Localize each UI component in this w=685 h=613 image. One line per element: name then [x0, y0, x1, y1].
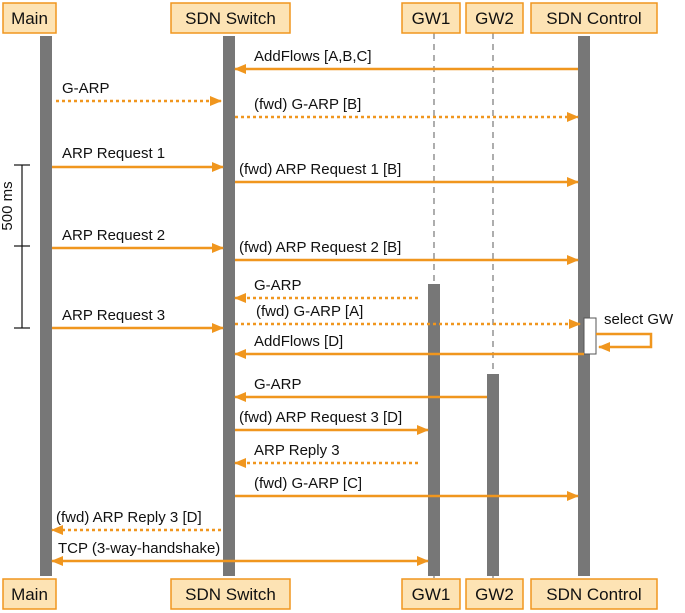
message-label: TCP (3-way-handshake) [58, 540, 220, 557]
messages: AddFlows [A,B,C] G-ARP (fwd) G-ARP [B] ARP … [51, 48, 674, 566]
participant-label: GW2 [475, 9, 514, 28]
participant-main-top: Main [2, 2, 57, 34]
message-17: (fwd) ARP Reply 3 [D] [51, 509, 221, 535]
message-10: (fwd) G-ARP [A] [235, 303, 581, 329]
participant-label: SDN Switch [185, 585, 276, 604]
message-label: ARP Request 1 [62, 145, 165, 162]
message-label: AddFlows [D] [254, 333, 343, 350]
message-11: select GW [596, 311, 674, 352]
participant-headers-bottom: Main SDN Switch GW1 GW2 SDN Control [2, 578, 658, 610]
message-label: (fwd) G-ARP [A] [256, 303, 363, 320]
message-label: ARP Reply 3 [254, 442, 340, 459]
message-5: (fwd) ARP Request 1 [B] [235, 161, 579, 187]
participant-label: SDN Control [546, 585, 641, 604]
participant-gw2-top: GW2 [465, 2, 524, 34]
timing-label: 500 ms [0, 181, 16, 230]
control-lifeline [578, 36, 590, 576]
message-label: (fwd) ARP Request 3 [D] [239, 409, 402, 426]
message-12: AddFlows [D] [234, 333, 584, 359]
participant-switch-bottom: SDN Switch [170, 578, 291, 610]
participant-control-bottom: SDN Control [530, 578, 658, 610]
message-label: (fwd) G-ARP [C] [254, 475, 362, 492]
message-2: G-ARP [56, 80, 222, 106]
participant-control-top: SDN Control [530, 2, 658, 34]
participant-gw1-top: GW1 [401, 2, 461, 34]
message-label: (fwd) ARP Request 2 [B] [239, 239, 401, 256]
message-label: (fwd) ARP Request 1 [B] [239, 161, 401, 178]
message-7: (fwd) ARP Request 2 [B] [235, 239, 579, 265]
participant-label: SDN Switch [185, 9, 276, 28]
message-label: (fwd) G-ARP [B] [254, 96, 361, 113]
gw2-activation [487, 374, 499, 576]
message-label: (fwd) ARP Reply 3 [D] [56, 509, 202, 526]
message-9: ARP Request 3 [52, 307, 224, 333]
participant-main-bottom: Main [2, 578, 57, 610]
gw1-activation [428, 284, 440, 576]
message-13: G-ARP [234, 376, 487, 402]
message-18: TCP (3-way-handshake) [51, 540, 429, 566]
message-label: G-ARP [62, 80, 110, 97]
message-16: (fwd) G-ARP [C] [235, 475, 579, 501]
participant-label: GW2 [475, 585, 514, 604]
participant-label: Main [11, 585, 48, 604]
timing-bracket [14, 164, 30, 329]
message-6: ARP Request 2 [52, 227, 224, 253]
participant-gw2-bottom: GW2 [465, 578, 524, 610]
message-label: AddFlows [A,B,C] [254, 48, 372, 65]
participant-label: SDN Control [546, 9, 641, 28]
participant-label: GW1 [412, 585, 451, 604]
participant-label: Main [11, 9, 48, 28]
message-8: G-ARP [234, 277, 418, 303]
participant-label: GW1 [412, 9, 451, 28]
message-label: ARP Request 3 [62, 307, 165, 324]
message-label: G-ARP [254, 376, 302, 393]
control-self-activation [583, 317, 597, 355]
switch-lifeline [223, 36, 235, 576]
message-label: G-ARP [254, 277, 302, 294]
message-1: AddFlows [A,B,C] [234, 48, 578, 74]
message-4: ARP Request 1 [52, 145, 224, 172]
message-14: (fwd) ARP Request 3 [D] [235, 409, 429, 435]
message-label: select GW [604, 311, 674, 328]
participant-switch-top: SDN Switch [170, 2, 291, 34]
participant-headers-top: Main SDN Switch GW1 GW2 SDN Control [2, 2, 658, 34]
main-lifeline [40, 36, 52, 576]
message-3: (fwd) G-ARP [B] [235, 96, 579, 122]
message-15: ARP Reply 3 [234, 442, 418, 468]
self-message-arrow [596, 332, 653, 352]
message-label: ARP Request 2 [62, 227, 165, 244]
participant-gw1-bottom: GW1 [401, 578, 461, 610]
